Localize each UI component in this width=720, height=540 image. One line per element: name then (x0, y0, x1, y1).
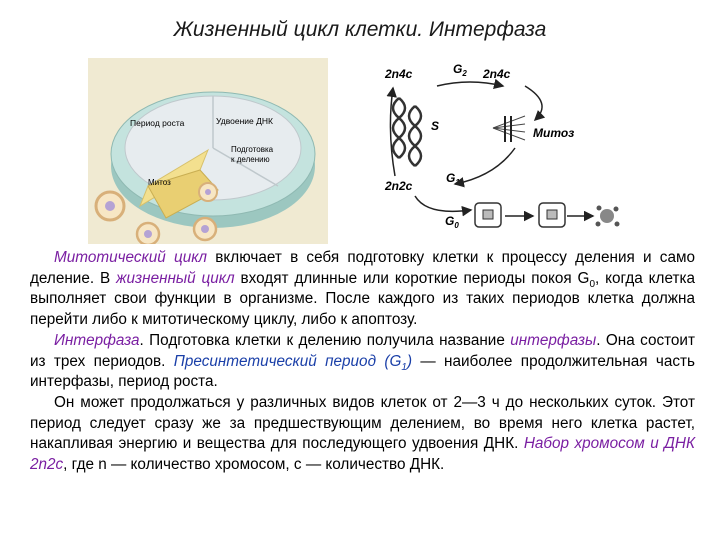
label-2n4c-right: 2n4c (482, 67, 511, 81)
label-s: S (431, 119, 439, 133)
label-prep-1: Подготовка (231, 145, 274, 154)
label-mitosis: Митоз (533, 126, 574, 140)
label-g0: G0 (445, 214, 459, 230)
nucleus-icon (201, 225, 209, 233)
label-mitosis: Митоз (148, 178, 171, 187)
cell-cycle-scheme-figure: 2n4c G2 2n4c S Митоз 2n2c G1 G0 (375, 58, 635, 244)
page-title: Жизненный цикл клетки. Интерфаза (173, 18, 547, 41)
dna-helix-icon (391, 97, 407, 159)
paragraph: Митотический цикл включает в себя подгот… (30, 248, 695, 331)
spindle-icon (492, 115, 526, 142)
term-mitotic-cycle: Митотический цикл (54, 249, 208, 266)
mitosis-wedge-side (147, 169, 219, 219)
label-2n2c: 2n2c (384, 179, 413, 193)
arrow-g0 (414, 195, 473, 217)
nucleus-icon (546, 209, 558, 220)
paragraph: Интерфаза. Подготовка клетки к делению п… (30, 331, 695, 393)
label-g1: G1 (446, 171, 460, 187)
text-span: , где n — количество хромосом, с — колич… (63, 456, 445, 474)
term-life-cycle: жизненный цикл (116, 269, 235, 287)
text-span: включает в себя подготовку клетки к проц… (30, 249, 695, 287)
term-chromosome-set: Набор хромосом и ДНК 2n2c (30, 435, 695, 474)
nucleus-icon (205, 189, 211, 195)
nucleus-icon (105, 201, 115, 211)
text-span: . Подготовка клетки к делению получила н… (139, 331, 511, 349)
term-presynthetic: Пресинтетический период (G1) (173, 352, 413, 373)
text-span: входят длинные или короткие периоды поко… (234, 269, 590, 287)
label-growth: Период роста (130, 118, 185, 128)
arrow-g1 (453, 147, 516, 188)
term-interphase-2: интерфазы (510, 331, 597, 349)
label-2n4c-left: 2n4c (384, 67, 413, 81)
label-dna: Удвоение ДНК (216, 116, 273, 126)
paragraph: Он может продолжаться у различных видов … (30, 393, 695, 476)
body-text: Митотический цикл включает в себя подгот… (30, 248, 695, 476)
apoptosis-cell-icon (595, 205, 620, 227)
arrow-g2 (436, 78, 505, 89)
subscript: 0 (589, 278, 596, 290)
dna-helix-icon (391, 97, 407, 159)
text-span: , когда клетка выполняет свои функции в … (30, 269, 695, 329)
nucleus-icon (482, 209, 494, 220)
nucleus-icon (144, 230, 152, 238)
text-span: . Она состоит из трех периодов. (30, 331, 695, 370)
arrow-s (386, 86, 397, 177)
cell-cycle-wheel-figure: Период роста Удвоение ДНК Подготовка к д… (88, 58, 328, 247)
term-interphase: Интерфаза (54, 331, 140, 349)
sector-divider (212, 147, 279, 187)
arrow-to-mitosis (524, 85, 546, 122)
text-span: Он может продолжаться у различных видов … (30, 393, 695, 453)
dna-helix-icon (407, 105, 423, 167)
label-g2: G2 (453, 62, 467, 78)
label-prep-2: к делению (231, 155, 270, 164)
dna-helix-icon (407, 105, 423, 167)
text-span: — наиболее продолжительная часть интерфа… (30, 352, 695, 391)
